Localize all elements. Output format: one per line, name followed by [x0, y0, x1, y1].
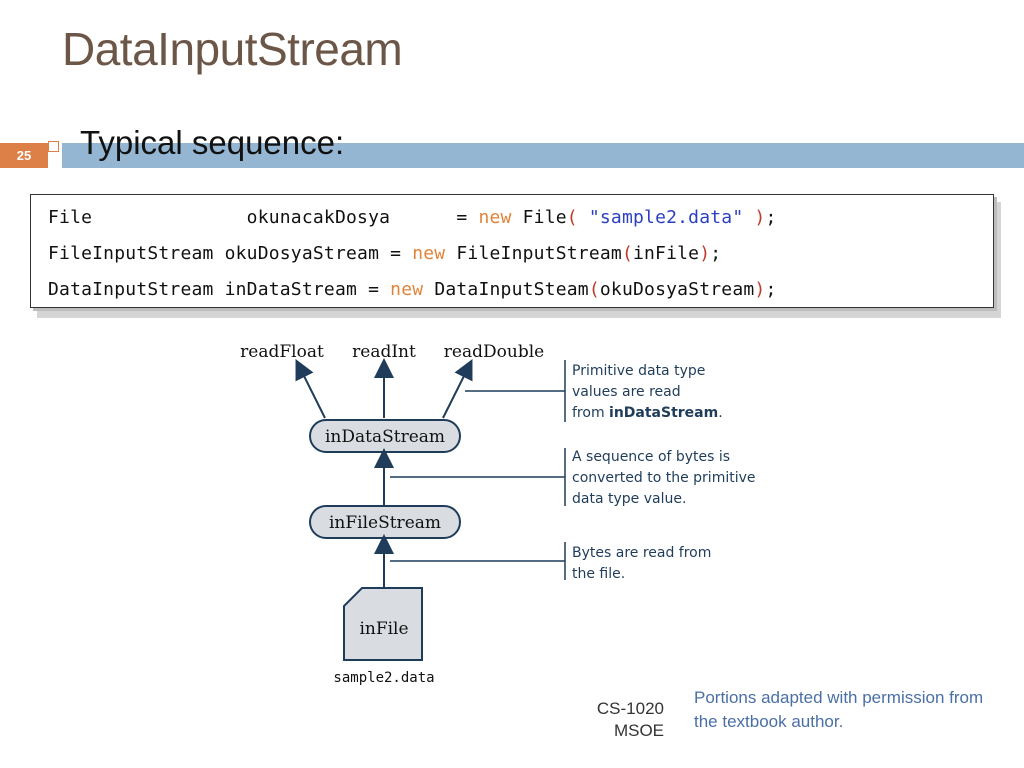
footer-course: CS-1020 MSOE	[560, 698, 664, 742]
note2-line1: A sequence of bytes is	[572, 449, 730, 465]
code-line-1: File okunacakDosya = new File( "sample2.…	[48, 207, 777, 228]
data-stream-label: inDataStream	[325, 427, 445, 447]
method-readfloat: readFloat	[240, 342, 324, 362]
footer-credit: Portions adapted with permission from th…	[694, 688, 984, 731]
note1-line1: Primitive data type	[572, 363, 705, 379]
code-line-3: DataInputStream inDataStream = new DataI…	[48, 279, 777, 300]
method-readint: readInt	[352, 342, 416, 362]
square-bullet-icon	[48, 141, 59, 152]
note3-line1: Bytes are read from	[572, 545, 711, 561]
file-stream-label: inFileStream	[329, 513, 441, 533]
arrow-to-readfloat	[295, 359, 326, 419]
bullet-text: Typical sequence:	[80, 124, 345, 161]
header-band	[62, 143, 1024, 168]
stream-diagram: readFloat readInt readDouble inDataStrea…	[240, 342, 756, 686]
note1-line2: values are read	[572, 384, 681, 400]
code-box: File okunacakDosya = new File( "sample2.…	[30, 194, 994, 308]
arrow-to-readdouble	[442, 359, 473, 419]
slide-title: DataInputStream	[62, 23, 403, 75]
footer-school: MSOE	[613, 721, 664, 740]
file-caption: sample2.data	[333, 670, 434, 686]
note1-line3: from inDataStream.	[572, 405, 723, 421]
note3-line2: the file.	[572, 566, 625, 582]
note2-line3: data type value.	[572, 491, 686, 507]
footer-course-code: CS-1020	[596, 699, 664, 718]
file-label: inFile	[359, 619, 408, 639]
file-icon	[343, 587, 423, 661]
slide-number: 25	[0, 143, 48, 168]
note2-line2: converted to the primitive	[572, 470, 756, 486]
method-readdouble: readDouble	[444, 342, 544, 362]
code-line-2: FileInputStream okuDosyaStream = new Fil…	[48, 243, 722, 264]
